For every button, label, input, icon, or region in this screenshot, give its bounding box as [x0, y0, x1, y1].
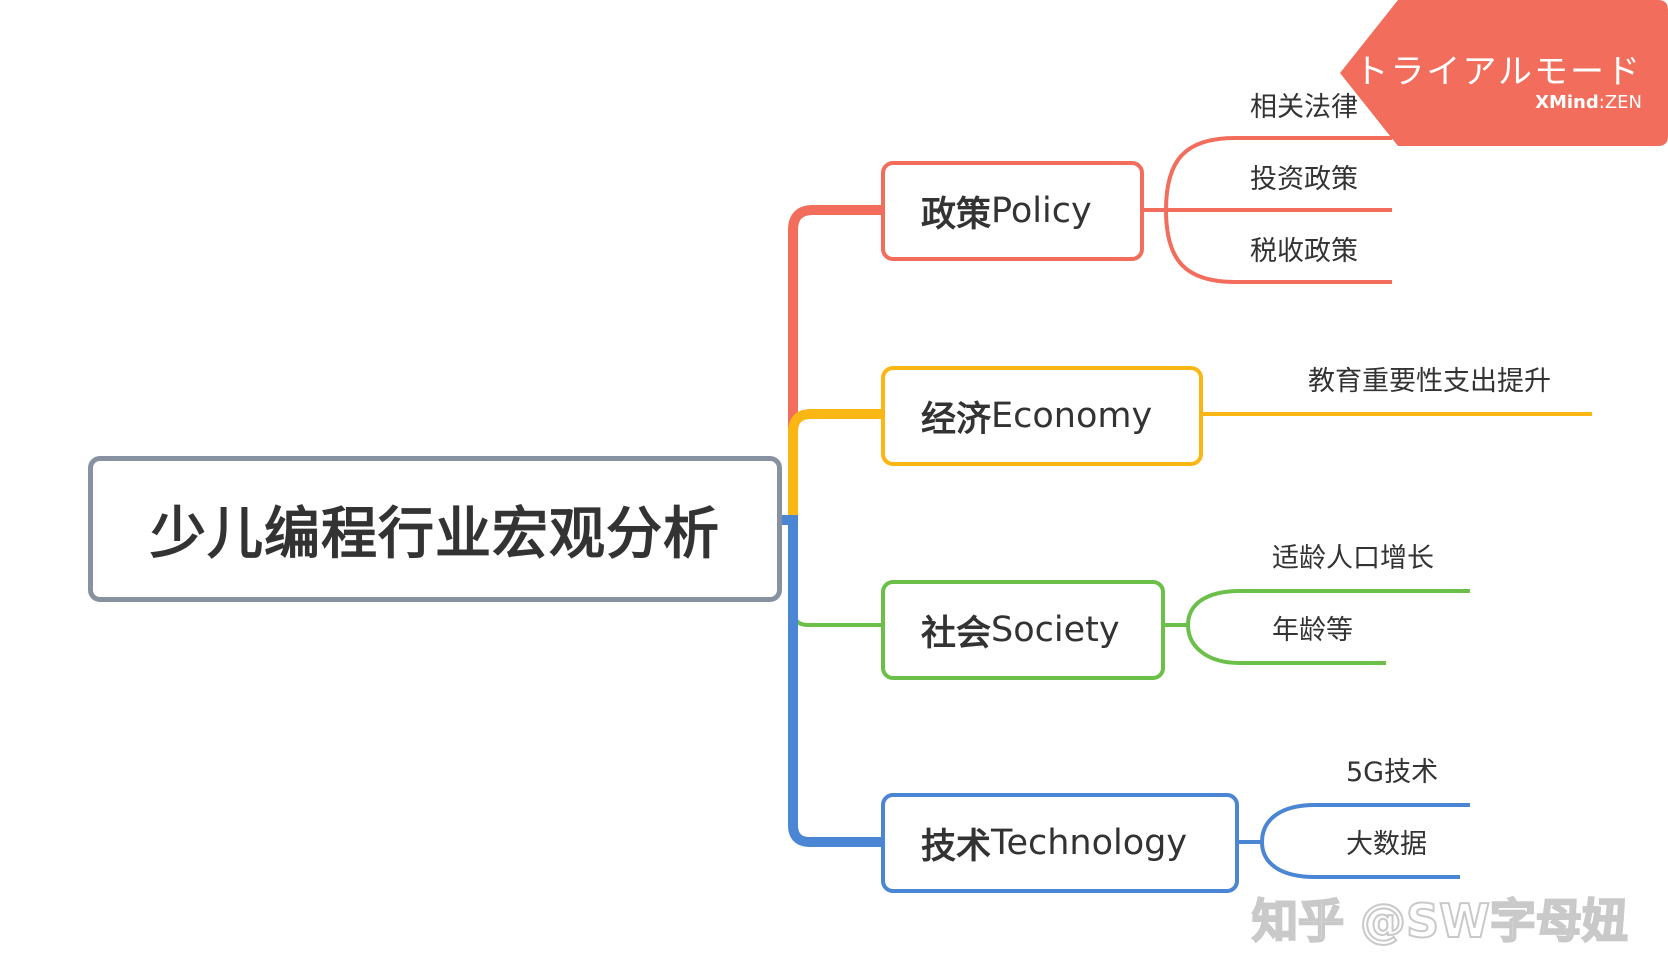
branch-policy-title-cn: 政策 [921, 194, 992, 235]
trunk-economy [788, 409, 881, 520]
branch-society-title-en: Society [991, 610, 1120, 650]
leaf-society-population[interactable]: 适龄人口增长 [1272, 543, 1434, 574]
trial-mode-badge: トライアルモード XMind:ZEN [1340, 0, 1668, 148]
branch-economy-title-en: Economy [991, 396, 1153, 436]
leaf-economy-education-spending[interactable]: 教育重要性支出提升 [1308, 366, 1551, 397]
branch-policy-title-en: Policy [991, 191, 1092, 231]
trial-mode-brand: XMind:ZEN [1535, 92, 1642, 113]
branch-society-title-cn: 社会 [921, 613, 992, 654]
policy-leaf-lines [1144, 136, 1392, 284]
leaf-society-age[interactable]: 年龄等 [1272, 615, 1353, 646]
trunk-society [791, 520, 881, 627]
trial-brand-name: XMind [1535, 92, 1599, 113]
trial-badge-fill [1340, 0, 1668, 146]
technology-leaf-lines [1239, 803, 1470, 879]
leaf-policy-law[interactable]: 相关法律 [1250, 92, 1358, 123]
watermark: 知乎 @SW字母妞 [1251, 893, 1629, 949]
trial-brand-edition: ZEN [1604, 92, 1642, 113]
leaf-policy-tax[interactable]: 税收政策 [1250, 236, 1358, 267]
trunk-policy [788, 205, 886, 525]
leaf-technology-5g[interactable]: 5G技术 [1346, 757, 1439, 788]
society-leaf-lines [1165, 589, 1470, 665]
branch-economy-title-cn: 经济 [921, 399, 992, 440]
leaf-policy-investment[interactable]: 投资政策 [1250, 164, 1358, 195]
trunk-technology [777, 515, 886, 847]
branch-technology-title-en: Technology [991, 823, 1188, 863]
trial-badge-shape [1340, 0, 1668, 146]
central-topic[interactable]: 少儿编程行业宏观分析 [88, 456, 782, 602]
branch-technology-title-cn: 技术 [921, 826, 992, 867]
trial-mode-title: トライアルモード [1354, 52, 1642, 92]
leaf-technology-bigdata[interactable]: 大数据 [1346, 829, 1427, 860]
trial-brand-separator: : [1598, 92, 1605, 113]
